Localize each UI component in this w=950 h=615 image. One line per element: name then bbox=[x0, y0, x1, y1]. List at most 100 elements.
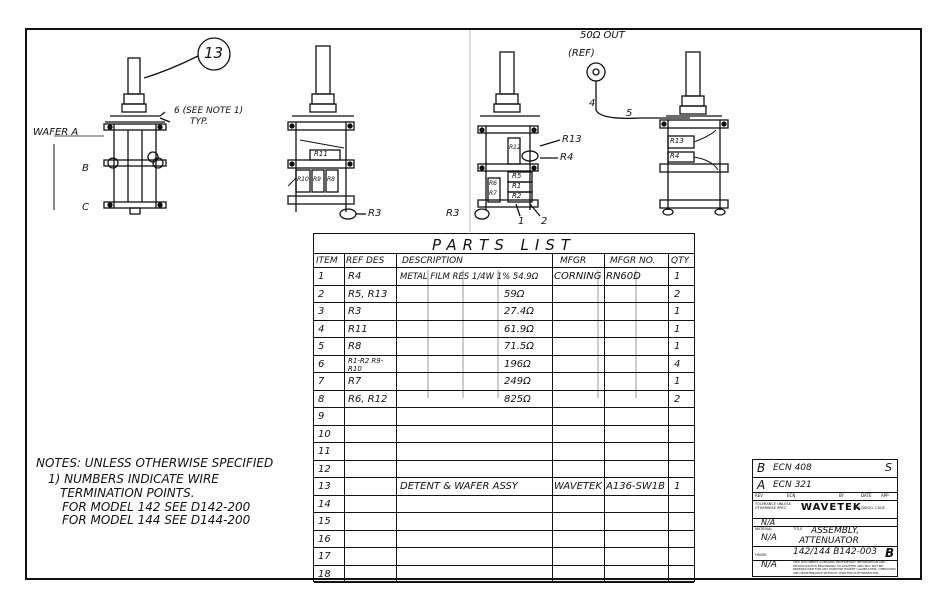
item-13-callout: 13 bbox=[204, 44, 224, 62]
parts-cell-item: 15 bbox=[318, 516, 331, 527]
wire-1-callout: 1 bbox=[518, 216, 525, 227]
parts-cell-desc: 61.9Ω bbox=[504, 323, 534, 335]
parts-cell-item: 4 bbox=[318, 323, 325, 335]
parts-cell-ref: R3 bbox=[348, 306, 362, 317]
parts-cell-mfgr-no: A136-SW1B bbox=[606, 481, 665, 492]
r8-label: R8 bbox=[327, 176, 335, 183]
parts-cell-qty: 4 bbox=[674, 358, 681, 370]
title-line-2: ATTENUATOR bbox=[799, 536, 859, 546]
parts-cell-desc: 196Ω bbox=[504, 358, 531, 370]
parts-cell-item: 10 bbox=[318, 428, 331, 440]
ref-label: (REF) bbox=[568, 48, 595, 59]
r11-label: R11 bbox=[314, 150, 328, 158]
parts-cell-item: 12 bbox=[318, 463, 331, 475]
header-description: DESCRIPTION bbox=[402, 256, 463, 266]
parts-cell-mfgr: WAVETEK bbox=[554, 481, 602, 492]
r6-label: R6 bbox=[489, 180, 497, 187]
parts-cell-qty: 1 bbox=[674, 341, 681, 352]
parts-list-table: PARTS LIST ITEM REF DES DESCRIPTION MFGR… bbox=[313, 233, 695, 583]
parts-cell-item: 17 bbox=[318, 551, 331, 562]
parts-cell-ref: R7 bbox=[348, 376, 362, 387]
parts-cell-ref: R11 bbox=[348, 323, 368, 335]
proprietary-notice: THIS DOCUMENT CONTAINS PROPRIETARY INFOR… bbox=[793, 560, 896, 575]
see-note-typ: TYP. bbox=[190, 117, 209, 127]
parts-cell-item: 14 bbox=[318, 498, 331, 510]
parts-cell-item: 7 bbox=[318, 376, 325, 387]
scale-value: N/A bbox=[761, 518, 776, 527]
r2-label: R2 bbox=[512, 192, 522, 200]
parts-cell-desc: 59Ω bbox=[504, 288, 525, 300]
parts-cell-item: 13 bbox=[318, 481, 331, 492]
title-block: B ECN 408 S A ECN 321 REV ECN BY DATE AP… bbox=[752, 459, 898, 577]
header-by: BY bbox=[839, 493, 844, 498]
finish-value: N/A bbox=[761, 560, 777, 570]
parts-cell-item: 6 bbox=[318, 358, 325, 370]
r13-callout: R13 bbox=[562, 134, 582, 145]
parts-cell-ref: R1-R2 R9-R10 bbox=[348, 356, 384, 373]
parts-list-row: 16 bbox=[314, 531, 694, 548]
parts-cell-desc: 825Ω bbox=[504, 393, 531, 405]
parts-cell-item: 3 bbox=[318, 306, 325, 317]
parts-cell-mfgr: CORNING bbox=[554, 271, 602, 282]
wafer-switch-view-2 bbox=[287, 45, 366, 220]
r5-label: R5 bbox=[512, 172, 522, 180]
parts-cell-item: 2 bbox=[318, 288, 325, 300]
header-mfgr: MFGR bbox=[560, 256, 587, 266]
parts-cell-desc: 249Ω bbox=[504, 376, 531, 387]
rev-b: B bbox=[757, 461, 766, 475]
parts-cell-item: 16 bbox=[318, 533, 331, 545]
parts-cell-ref: R5, R13 bbox=[348, 288, 388, 300]
header-qty: QTY bbox=[671, 256, 690, 266]
parts-cell-desc: DETENT & WAFER ASSY bbox=[400, 481, 518, 492]
parts-cell-item: 11 bbox=[318, 446, 331, 457]
r3-callout-b: R3 bbox=[446, 208, 460, 219]
parts-cell-mfgr-no: RN60D bbox=[606, 271, 641, 282]
parts-list-row: 14 bbox=[314, 496, 694, 513]
r7-label: R7 bbox=[489, 190, 497, 197]
parts-cell-qty: 1 bbox=[674, 323, 681, 335]
parts-list-row: 18 bbox=[314, 566, 694, 583]
header-rev: REV bbox=[755, 493, 764, 498]
parts-cell-desc: 71.5Ω bbox=[504, 341, 534, 352]
r4-callout: R4 bbox=[560, 152, 574, 163]
r4-label: R4 bbox=[670, 152, 680, 160]
material-label: MATERIAL bbox=[755, 527, 773, 531]
title-label: TITLE bbox=[793, 527, 803, 531]
parts-list-header-row: ITEM REF DES DESCRIPTION MFGR MFGR NO. Q… bbox=[314, 254, 694, 268]
header-item: ITEM bbox=[316, 256, 338, 266]
r1-label: R1 bbox=[512, 182, 522, 190]
rev-symbol-s: S bbox=[885, 461, 892, 474]
note-1-line-4: FOR MODEL 144 SEE D144-200 bbox=[62, 513, 251, 527]
parts-cell-item: 1 bbox=[318, 271, 325, 282]
r10-label: R10 bbox=[297, 176, 309, 183]
company-location: SAN DIEGO, CALIF. bbox=[853, 506, 886, 510]
parts-cell-qty: 1 bbox=[674, 271, 681, 282]
parts-list-row: 15 bbox=[314, 513, 694, 531]
wire-5-callout: 5 bbox=[626, 108, 633, 119]
parts-cell-qty: 2 bbox=[674, 288, 681, 300]
parts-list-row: 6 R1-R2 R9-R10 196Ω 4 bbox=[314, 356, 694, 373]
parts-cell-item: 9 bbox=[318, 411, 325, 422]
parts-list-row: 17 bbox=[314, 548, 694, 566]
parts-list-row: 9 bbox=[314, 408, 694, 426]
r3-callout-a: R3 bbox=[368, 208, 382, 219]
parts-cell-desc: 27.4Ω bbox=[504, 306, 534, 317]
parts-cell-ref: R8 bbox=[348, 341, 362, 352]
see-note-callout: 6 (SEE NOTE 1) bbox=[174, 106, 244, 116]
wafer-switch-view-4 bbox=[586, 51, 729, 216]
wafer-b-label: B bbox=[82, 163, 89, 174]
company-logo: WAVETEK bbox=[801, 502, 862, 513]
wafer-switch-view-1 bbox=[53, 37, 231, 215]
parts-cell-qty: 2 bbox=[674, 393, 681, 405]
notes-heading: NOTES: UNLESS OTHERWISE SPECIFIED bbox=[36, 456, 274, 470]
rev-a: A bbox=[757, 478, 766, 492]
drawing-sheet-border bbox=[25, 28, 922, 580]
header-ecn: ECN bbox=[787, 493, 796, 498]
parts-list-row: 4 R11 61.9Ω 1 bbox=[314, 321, 694, 338]
